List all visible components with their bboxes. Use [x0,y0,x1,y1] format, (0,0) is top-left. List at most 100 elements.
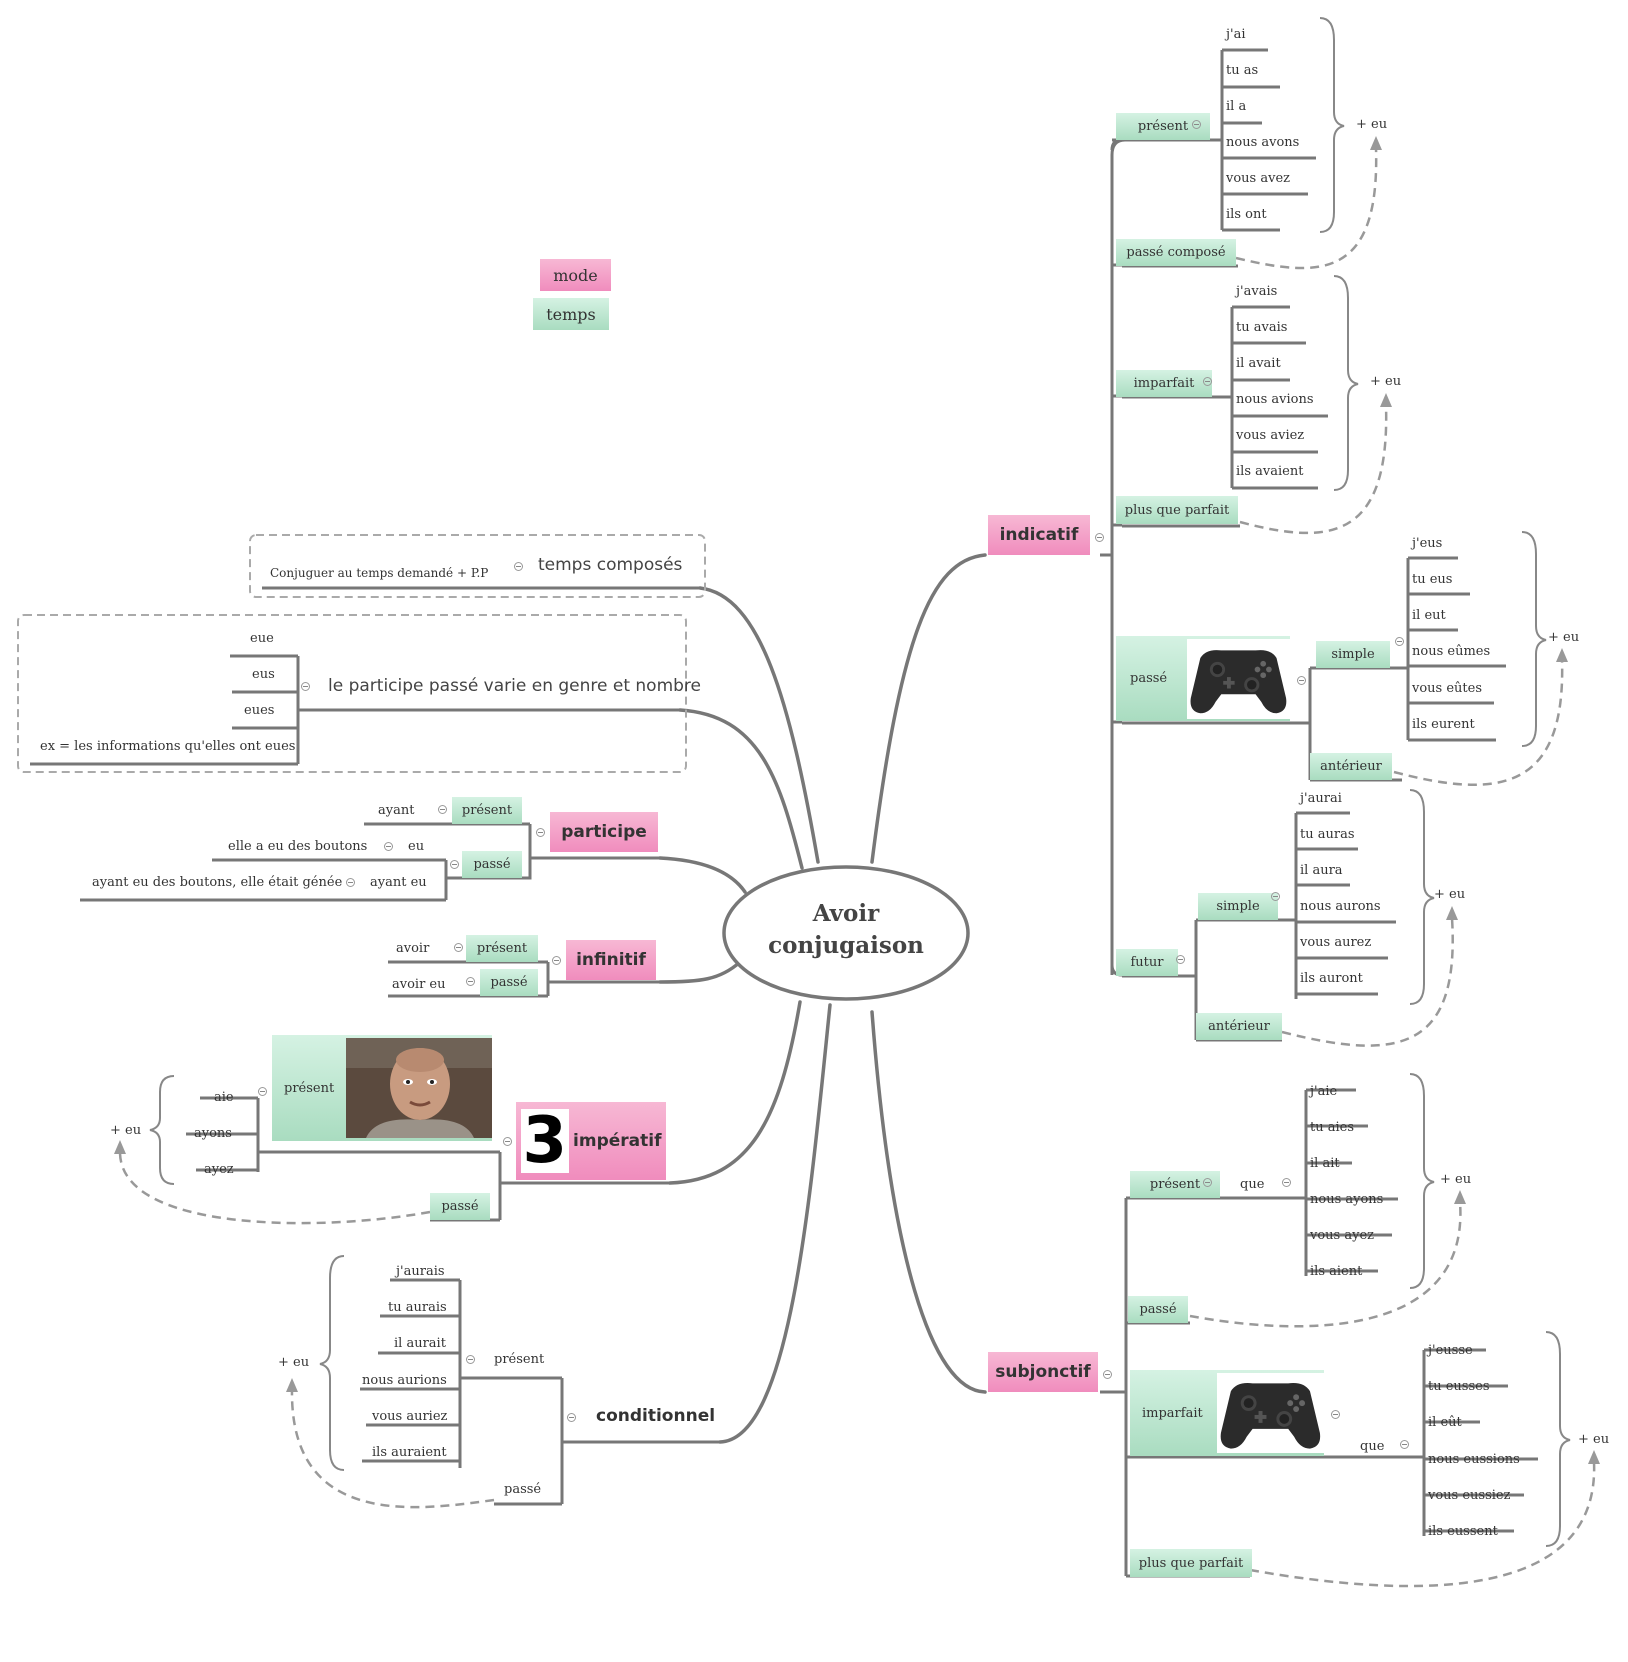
form-label: il a [1226,99,1247,114]
collapse-toggle-icon[interactable] [1103,1370,1112,1379]
form-label: ils auront [1300,971,1363,986]
temps-composes-rule: Conjuguer au temps demandé + P.P [270,566,489,580]
form-label: j'eus [1412,536,1443,551]
collapse-toggle-icon[interactable] [1395,637,1404,646]
form-label: ils aient [1310,1264,1363,1279]
temps-subjonctif-imparfait[interactable]: imparfait [1130,1370,1324,1456]
form-label: tu as [1226,63,1259,78]
form-label: j'avais [1236,284,1278,299]
temps-indicatif-present[interactable]: présent [1116,113,1210,140]
collapse-toggle-icon[interactable] [1297,676,1306,685]
temps-infinitif-passe[interactable]: passé [480,969,538,996]
participe-passe-example: elle a eu des boutons [228,839,368,854]
collapse-toggle-icon[interactable] [1331,1410,1340,1419]
temps-indicatif-passe-compose[interactable]: passé composé [1116,239,1236,266]
collapse-toggle-icon[interactable] [1271,892,1280,901]
form-label: nous ayons [1310,1192,1384,1207]
collapse-toggle-icon[interactable] [514,562,523,571]
temps-subjonctif-plus-que-parfait[interactable]: plus que parfait [1130,1549,1252,1577]
form-label: ils auraient [372,1445,447,1460]
collapse-toggle-icon[interactable] [384,842,393,851]
form-label: j'eusse [1428,1343,1473,1358]
plus-eu-label: + eu [1548,630,1580,645]
plus-eu-label: + eu [278,1355,310,1370]
form-label: vous avez [1226,171,1290,186]
participe-passe-item: eue [250,631,274,646]
temps-imperatif-passe[interactable]: passé [430,1193,490,1220]
central-topic[interactable]: Avoir conjugaison [726,898,966,962]
form-label: aie [214,1090,234,1105]
form-label: vous eussiez [1428,1488,1511,1503]
form-label: ils ont [1226,207,1267,222]
form-label: vous aviez [1236,428,1305,443]
collapse-toggle-icon[interactable] [438,805,447,814]
collapse-toggle-icon[interactable] [567,1413,576,1422]
temps-indicatif-imparfait[interactable]: imparfait [1116,370,1212,397]
mode-participe[interactable]: participe [550,812,658,852]
temps-indicatif-passe-anterieur[interactable]: antérieur [1310,753,1392,780]
collapse-toggle-icon[interactable] [1192,120,1201,129]
temps-indicatif-futur[interactable]: futur [1116,949,1178,976]
collapse-toggle-icon[interactable] [454,943,463,952]
form-label: il eut [1412,608,1446,623]
temps-indicatif-futur-anterieur[interactable]: antérieur [1196,1013,1282,1040]
collapse-toggle-icon[interactable] [1282,1178,1291,1187]
form-label: il eût [1428,1415,1462,1430]
form-label: tu auras [1300,827,1355,842]
portrait-photo-icon [346,1038,492,1138]
collapse-toggle-icon[interactable] [1203,377,1212,386]
legend-temps: temps [533,298,609,330]
collapse-toggle-icon[interactable] [552,956,561,965]
collapse-toggle-icon[interactable] [1176,955,1185,964]
infinitif-passe-form: avoir eu [392,977,446,992]
collapse-toggle-icon[interactable] [346,878,355,887]
form-label: nous avions [1236,392,1314,407]
collapse-toggle-icon[interactable] [466,977,475,986]
participe-passe-form: eu [408,839,425,854]
plus-eu-label: + eu [110,1123,142,1138]
collapse-toggle-icon[interactable] [1095,533,1104,542]
temps-imperatif-present-label: présent [284,1080,335,1096]
temps-indicatif-passe[interactable]: passé [1116,636,1290,721]
form-label: il avait [1236,356,1281,371]
temps-infinitif-present[interactable]: présent [466,935,538,962]
form-label: vous aurez [1300,935,1372,950]
gamepad-icon [1217,1373,1324,1453]
participe-passe-form: ayant eu [370,875,427,890]
temps-subjonctif-passe[interactable]: passé [1128,1296,1188,1323]
mode-conditionnel[interactable]: conditionnel [596,1406,716,1426]
form-label: j'ai [1226,27,1246,42]
temps-participe-passe[interactable]: passé [462,851,522,878]
temps-composes-label[interactable]: temps composés [538,555,683,575]
participe-passe-item: eus [252,667,275,682]
temps-imperatif-present[interactable]: présent [272,1035,492,1141]
collapse-toggle-icon[interactable] [258,1087,267,1096]
mode-indicatif[interactable]: indicatif [988,515,1090,555]
plus-eu-label: + eu [1356,117,1388,132]
collapse-toggle-icon[interactable] [466,1355,475,1364]
mode-infinitif[interactable]: infinitif [566,940,656,980]
form-label: vous eûtes [1412,681,1483,696]
collapse-toggle-icon[interactable] [450,860,459,869]
collapse-toggle-icon[interactable] [503,1137,512,1146]
collapse-toggle-icon[interactable] [536,828,545,837]
collapse-toggle-icon[interactable] [1400,1440,1409,1449]
form-label: nous aurons [1300,899,1381,914]
conditionnel-passe-label: passé [504,1482,542,1497]
gamepad-icon [1187,638,1290,719]
form-label: vous auriez [372,1409,448,1424]
temps-indicatif-futur-simple[interactable]: simple [1198,893,1278,920]
form-label: tu eusses [1428,1379,1490,1394]
temps-indicatif-plus-que-parfait[interactable]: plus que parfait [1116,496,1238,524]
plus-eu-label: + eu [1578,1432,1610,1447]
mode-imperatif[interactable]: 3 impératif [516,1102,666,1180]
form-label: tu aurais [388,1300,447,1315]
temps-subjonctif-imparfait-label: imparfait [1142,1405,1203,1421]
collapse-toggle-icon[interactable] [1203,1178,1212,1187]
temps-indicatif-passe-simple[interactable]: simple [1316,641,1390,668]
mode-subjonctif[interactable]: subjonctif [988,1352,1098,1392]
temps-participe-present[interactable]: présent [452,797,522,824]
participe-passe-note[interactable]: le participe passé varie en genre et nom… [328,676,702,696]
collapse-toggle-icon[interactable] [301,682,310,691]
